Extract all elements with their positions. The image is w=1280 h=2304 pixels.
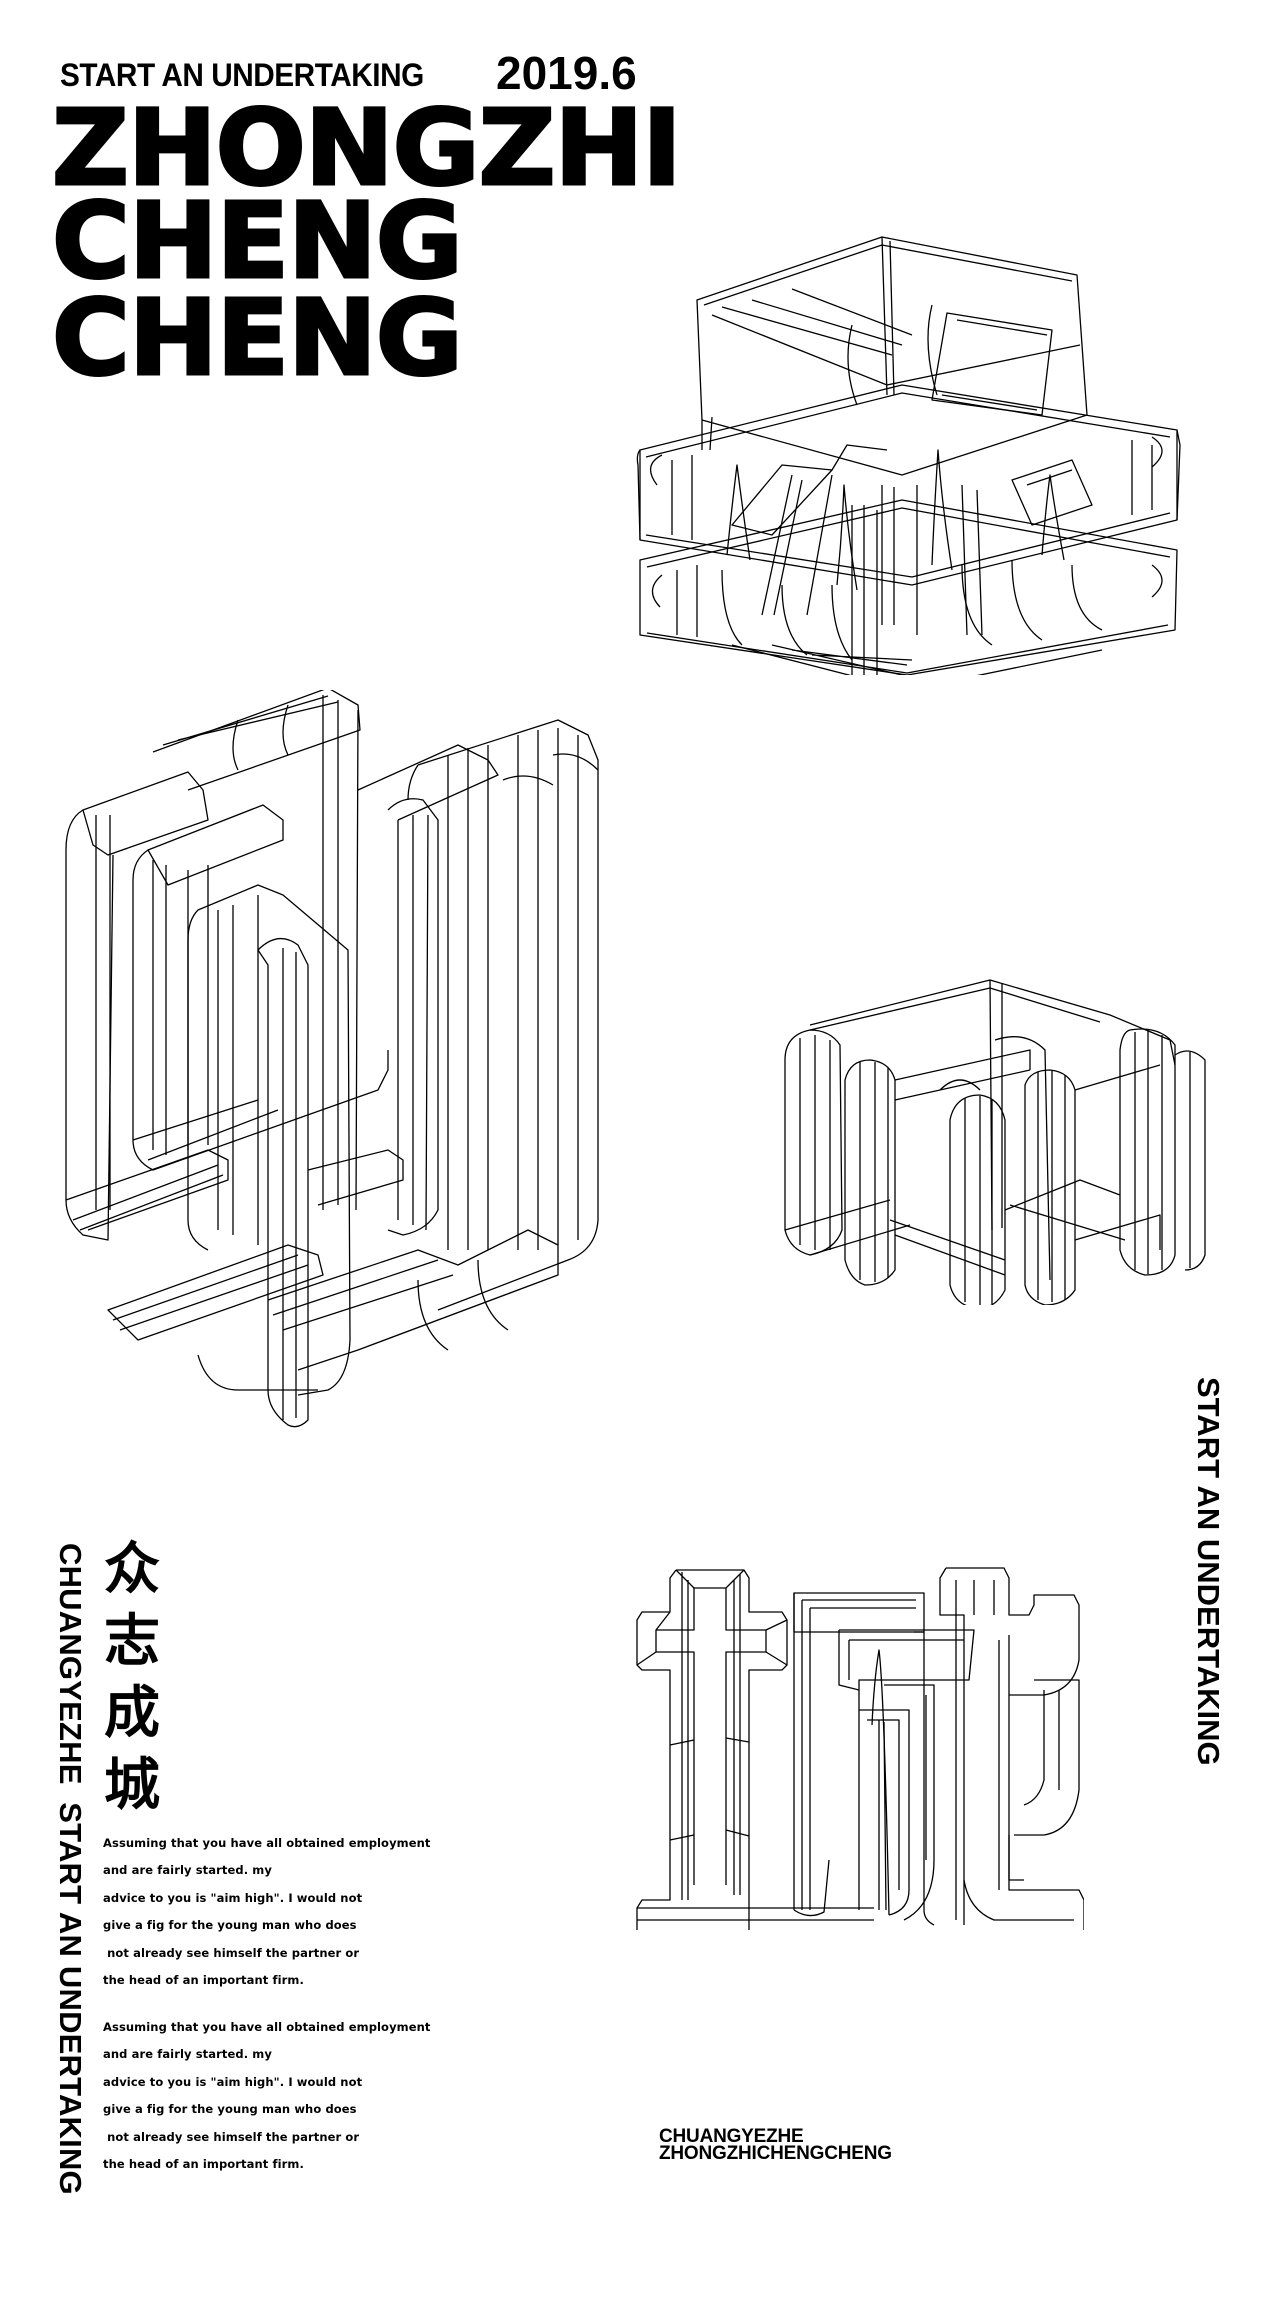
body-line: Assuming that you have all obtained empl…	[103, 2020, 431, 2034]
left-vertical-label: CHUANGYEZHE START AN UNDERTAKING	[53, 1543, 88, 2195]
body-paragraph-1: Assuming that you have all obtained empl…	[103, 1830, 431, 1994]
body-line: the head of an important firm.	[103, 1973, 304, 1988]
headline-line-1: ZHONGZHI	[50, 87, 683, 209]
date-text: 2019.6	[496, 47, 637, 99]
footer-caption-line-1: CHUANGYEZHE	[659, 2126, 804, 2147]
wireframe-cheng-city-illustration	[634, 1560, 1084, 1930]
body-line: give a fig for the young man who does	[103, 1918, 357, 1933]
headline-line-3: CHENG	[50, 277, 464, 399]
body-line: and are fairly started. my	[103, 1863, 272, 1878]
body-paragraph-2: Assuming that you have all obtained empl…	[103, 2014, 431, 2178]
right-vertical-text: START AN UNDERTAKING	[1190, 1377, 1230, 1766]
body-line: advice to you is "aim high". I would not	[103, 2074, 363, 2089]
body-line: advice to you is "aim high". I would not	[103, 1890, 363, 1905]
body-line: not already see himself the partner or	[103, 2129, 360, 2144]
footer-caption-line-2: ZHONGZHICHENGCHENG	[659, 2143, 892, 2164]
wireframe-zhi-illustration	[58, 690, 618, 1430]
body-line: Assuming that you have all obtained empl…	[103, 1836, 431, 1850]
body-line: the head of an important firm.	[103, 2157, 304, 2172]
body-line: not already see himself the partner or	[103, 1945, 360, 1960]
chinese-char-2: 志	[104, 1609, 160, 1674]
chinese-char-4: 城	[104, 1753, 160, 1818]
left-vertical-text: CHUANGYEZHE START AN UNDERTAKING	[52, 1543, 92, 2195]
chinese-char-1: 众	[104, 1537, 160, 1602]
body-line: give a fig for the young man who does	[103, 2102, 357, 2117]
headline-line-2: CHENG	[50, 180, 464, 302]
right-vertical-label: START AN UNDERTAKING	[1191, 1377, 1226, 1766]
body-line: and are fairly started. my	[103, 2047, 272, 2062]
wireframe-cheng-illustration	[780, 970, 1215, 1305]
wireframe-zhong-illustration	[632, 205, 1210, 675]
chinese-char-3: 成	[104, 1681, 160, 1746]
kicker-text: START AN UNDERTAKING	[60, 57, 424, 93]
footer-caption: CHUANGYEZHE ZHONGZHICHENGCHENG	[659, 2126, 892, 2164]
chinese-title: 众 志 成 城	[100, 1540, 164, 1828]
